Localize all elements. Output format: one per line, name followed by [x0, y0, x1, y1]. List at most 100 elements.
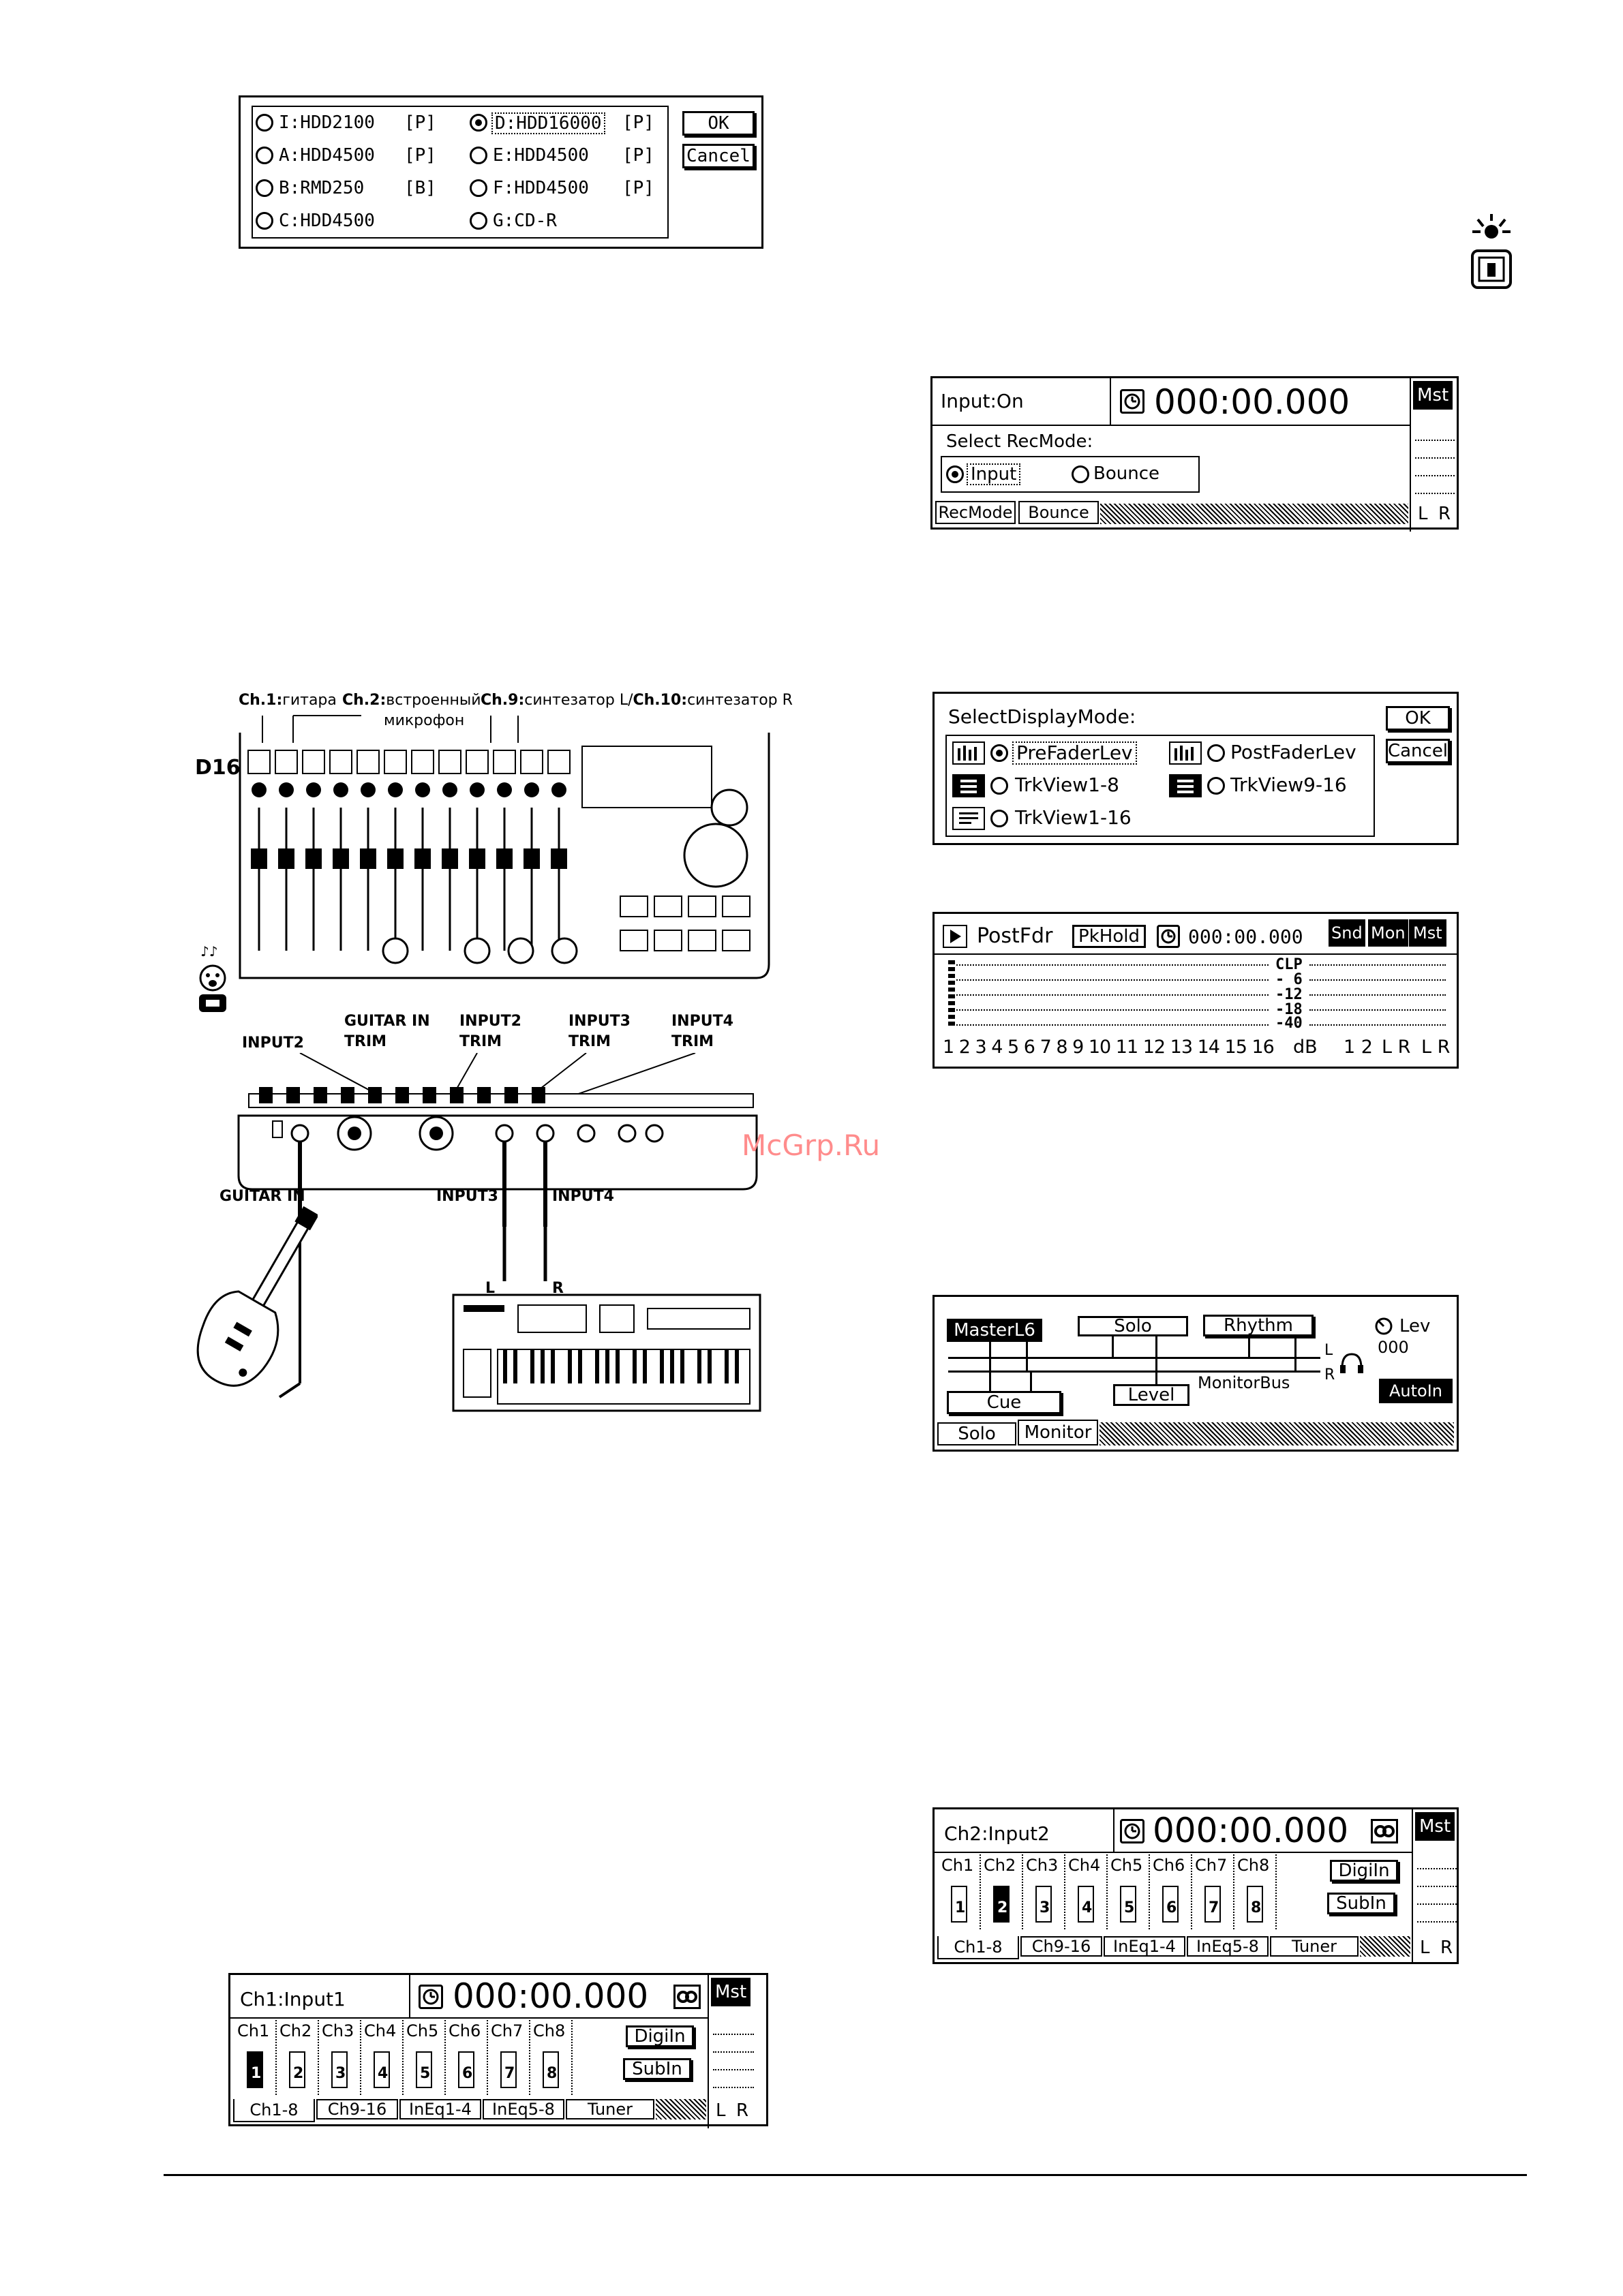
right-bus-label: R — [1324, 1366, 1335, 1383]
level-12: -12 — [1275, 986, 1303, 1003]
disk-radio-c[interactable] — [256, 212, 273, 230]
tab-ch1-8[interactable]: Ch1-8 — [937, 1936, 1019, 1959]
fader-number: 3 — [1040, 1899, 1050, 1916]
rhythm-button[interactable]: Rhythm — [1203, 1315, 1314, 1336]
master-l6-button[interactable]: MasterL6 — [947, 1319, 1042, 1342]
fader-number: 5 — [1124, 1899, 1135, 1916]
channel-fader[interactable]: 3 — [1035, 1886, 1052, 1923]
rec-mode-screen: Input:On 000:00.000 Mst Select RecMode: … — [930, 376, 1459, 532]
channel-fader[interactable]: 5 — [1120, 1886, 1136, 1923]
trkview-1-16-radio[interactable] — [990, 810, 1008, 827]
channel-label: Ch3 — [1026, 1856, 1059, 1875]
tab-tuner[interactable]: Tuner — [1270, 1936, 1359, 1957]
link-icon[interactable] — [673, 1985, 701, 2009]
disk-radio-d[interactable] — [470, 114, 487, 132]
disk-radio-a[interactable] — [256, 147, 273, 164]
level-18: -18 — [1275, 1001, 1303, 1018]
channel-fader[interactable]: 5 — [416, 2051, 432, 2088]
channel-label: Ch2 — [279, 2021, 312, 2040]
track-view-icon — [952, 774, 985, 797]
channel-fader[interactable]: 7 — [500, 2051, 517, 2088]
tab-tuner[interactable]: Tuner — [566, 2099, 654, 2119]
input-option-label: Input — [967, 463, 1021, 485]
postfader-radio[interactable] — [1207, 744, 1225, 762]
fader-number: 1 — [955, 1899, 966, 1916]
headphones-icon — [1338, 1350, 1365, 1375]
digital-in-button[interactable]: DigiIn — [1330, 1860, 1398, 1882]
disk-label: E:HDD4500 — [493, 145, 589, 166]
ok-button[interactable]: OK — [682, 111, 755, 136]
prefader-label: PreFaderLev — [1012, 741, 1137, 765]
cancel-button[interactable]: Cancel — [1386, 739, 1450, 763]
fader-number: 6 — [1166, 1899, 1177, 1916]
disk-radio-i[interactable] — [256, 114, 273, 132]
master-indicator: Mst — [711, 1978, 751, 2006]
tab-ch9-16[interactable]: Ch9-16 — [1020, 1936, 1102, 1957]
tab-solo[interactable]: Solo — [937, 1422, 1016, 1445]
sub-in-button[interactable]: SubIn — [1327, 1893, 1395, 1914]
ch2-desc-line2: микрофон — [384, 712, 465, 729]
channel-fader[interactable]: 8 — [543, 2051, 559, 2088]
tab-bounce[interactable]: Bounce — [1018, 501, 1099, 524]
ok-button[interactable]: OK — [1386, 706, 1450, 731]
channel-fader[interactable]: 3 — [331, 2051, 348, 2088]
fader-number: 2 — [293, 2065, 304, 2082]
channel-label: Ch6 — [1153, 1856, 1185, 1875]
channel-fader-selected[interactable]: 2 — [993, 1886, 1010, 1923]
tab-monitor[interactable]: Monitor — [1018, 1420, 1098, 1445]
level-button[interactable]: Level — [1113, 1384, 1189, 1406]
trkview-1-8-radio[interactable] — [990, 777, 1008, 795]
channel-fader[interactable]: 7 — [1204, 1886, 1221, 1923]
disk-tag: [P] — [622, 112, 654, 133]
channel-fader-selected[interactable]: 1 — [247, 2051, 263, 2088]
sub-in-button[interactable]: SubIn — [623, 2058, 691, 2080]
screen-title: Ch2:Input2 — [944, 1822, 1050, 1845]
lr-label: L R — [1382, 1037, 1411, 1058]
channel-fader[interactable]: 2 — [289, 2051, 305, 2088]
left-bus-label: L — [1324, 1342, 1333, 1359]
channel-fader[interactable]: 6 — [1162, 1886, 1179, 1923]
input-radio[interactable] — [946, 465, 964, 483]
disk-tag: [B] — [404, 178, 436, 198]
channel-label: Ch2 — [984, 1856, 1016, 1875]
send-indicator: Snd — [1329, 919, 1365, 947]
cancel-button[interactable]: Cancel — [682, 144, 755, 168]
trkview-1-8-label: TrkView1-8 — [1015, 774, 1119, 796]
link-icon[interactable] — [1371, 1819, 1398, 1843]
channel-fader[interactable]: 1 — [951, 1886, 967, 1923]
ch9-label: Ch.9: — [481, 692, 525, 709]
disk-tag: [P] — [404, 145, 436, 166]
solo-button[interactable]: Solo — [1078, 1316, 1188, 1336]
channel-fader[interactable]: 8 — [1247, 1886, 1263, 1923]
disk-radio-b[interactable] — [256, 179, 273, 197]
tab-ch9-16[interactable]: Ch9-16 — [316, 2099, 398, 2119]
trkview-9-16-radio[interactable] — [1207, 777, 1225, 795]
peak-hold-button[interactable]: PkHold — [1072, 925, 1146, 948]
auto-in-button[interactable]: AutoIn — [1379, 1379, 1453, 1403]
tab-ch1-8[interactable]: Ch1-8 — [233, 2099, 315, 2122]
disk-label: I:HDD2100 — [279, 112, 375, 133]
tab-ineq1-4[interactable]: InEq1-4 — [399, 2099, 481, 2119]
channel-fader[interactable]: 6 — [458, 2051, 474, 2088]
cue-button[interactable]: Cue — [947, 1391, 1061, 1414]
channel-fader[interactable]: 4 — [1078, 1886, 1094, 1923]
tab-ineq1-4[interactable]: InEq1-4 — [1104, 1936, 1185, 1957]
tab-recmode[interactable]: RecMode — [935, 501, 1016, 524]
digital-in-button[interactable]: DigiIn — [626, 2025, 694, 2047]
disk-tag: [P] — [622, 145, 654, 166]
disk-radio-f[interactable] — [470, 179, 487, 197]
track-view-icon — [1169, 774, 1202, 797]
channel-fader[interactable]: 4 — [374, 2051, 390, 2088]
level-knob-icon[interactable] — [1374, 1316, 1394, 1336]
bounce-radio[interactable] — [1072, 465, 1089, 483]
play-icon[interactable] — [943, 925, 967, 948]
disk-label-selected: D:HDD16000 — [491, 112, 605, 134]
display-options — [945, 735, 1375, 837]
disk-radio-g[interactable] — [470, 212, 487, 230]
tab-ineq5-8[interactable]: InEq5-8 — [1187, 1936, 1269, 1957]
synthesizer-illustration — [450, 1281, 763, 1418]
prefader-radio[interactable] — [990, 744, 1008, 762]
disk-radio-e[interactable] — [470, 147, 487, 164]
tab-ineq5-8[interactable]: InEq5-8 — [483, 2099, 564, 2119]
trim-label: TRIM — [459, 1033, 502, 1050]
